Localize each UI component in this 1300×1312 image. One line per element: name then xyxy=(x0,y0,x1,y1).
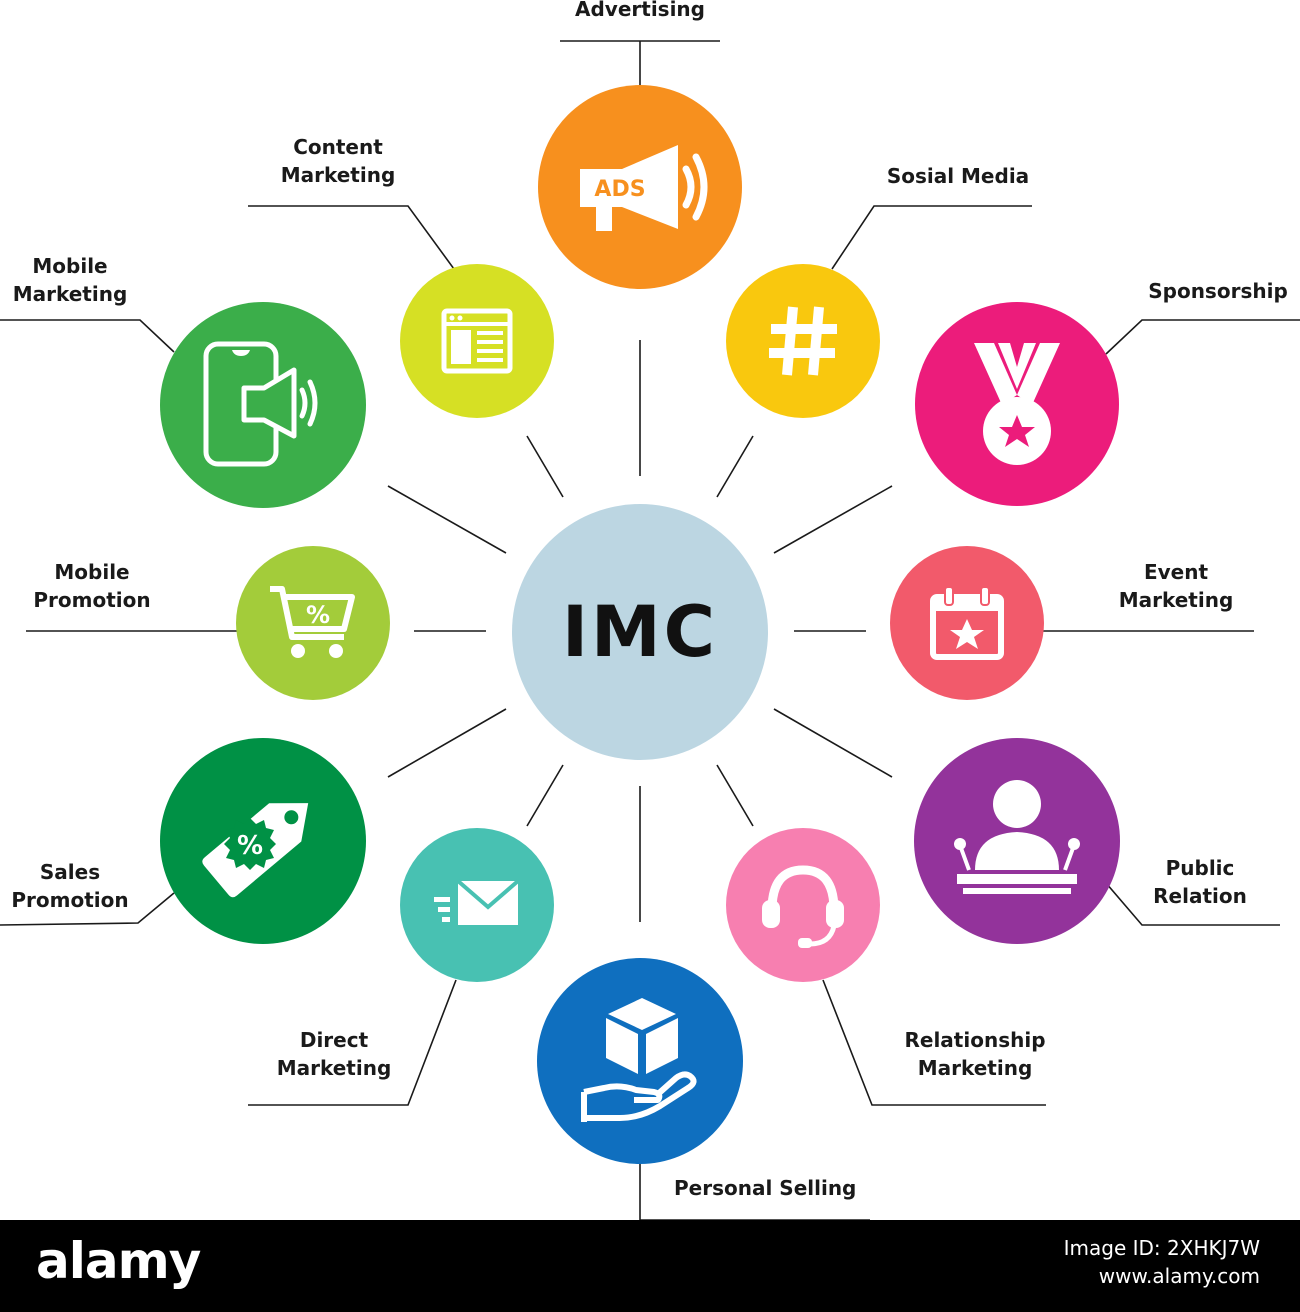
spoke-sales-promotion xyxy=(387,708,507,778)
sales-percent-text: % xyxy=(237,831,263,861)
alamy-logo: alamy xyxy=(36,1232,201,1290)
leader-mobile-marketing xyxy=(0,319,175,353)
label-mobile-marketing: Mobile Marketing xyxy=(12,254,128,306)
ads-text: ADS xyxy=(594,177,645,202)
price-tag-icon: % xyxy=(202,803,309,898)
node-advertising: ADS xyxy=(538,85,742,289)
label-direct-marketing: Direct Marketing xyxy=(276,1028,392,1080)
label-relationship-marketing: Relationship Marketing xyxy=(904,1028,1046,1080)
label-personal-selling: Personal Selling xyxy=(674,1176,857,1200)
cart-icon: % xyxy=(270,586,355,658)
leader-sponsorship xyxy=(1105,319,1300,355)
leader-social-media xyxy=(831,205,1032,270)
leader-content-marketing xyxy=(248,205,455,270)
node-sales-promotion: % xyxy=(160,738,366,944)
image-id: Image ID: 2XHKJ7W www.alamy.com xyxy=(1063,1236,1260,1288)
node-event-marketing xyxy=(890,546,1044,700)
mail-icon xyxy=(434,879,520,925)
hashtag-icon xyxy=(769,306,837,376)
node-direct-marketing xyxy=(400,828,554,982)
imc-diagram: IMC ADS xyxy=(0,0,1300,1220)
speaker-podium-icon xyxy=(954,780,1080,894)
web-page-icon xyxy=(441,308,513,374)
footer-bar: alamy Image ID: 2XHKJ7W www.alamy.com xyxy=(0,1220,1300,1312)
headset-icon xyxy=(762,865,844,948)
leader-direct-marketing xyxy=(248,979,457,1106)
phone-megaphone-icon xyxy=(203,341,318,467)
leader-public-relation xyxy=(1105,882,1280,926)
label-content-marketing: Content Marketing xyxy=(280,135,396,187)
spoke-social-media xyxy=(716,435,754,498)
node-social-media xyxy=(726,264,880,418)
label-public-relation: Public Relation xyxy=(1153,856,1247,908)
label-sales-promotion: Sales Promotion xyxy=(11,860,129,912)
connector-lines xyxy=(0,40,1300,1220)
node-mobile-marketing xyxy=(160,302,366,508)
cart-percent-text: % xyxy=(306,601,330,629)
label-social-media: Sosial Media xyxy=(886,164,1030,188)
medal-icon xyxy=(974,343,1060,465)
leader-advertising xyxy=(560,40,720,86)
spoke-relationship-marketing xyxy=(716,764,754,827)
hand-box-icon xyxy=(581,998,697,1122)
label-mobile-promotion: Mobile Promotion xyxy=(33,560,151,612)
spoke-mobile-marketing xyxy=(387,485,507,554)
spoke-public-relation xyxy=(773,708,893,778)
calendar-star-icon xyxy=(930,586,1004,660)
node-personal-selling xyxy=(537,958,743,1164)
node-content-marketing xyxy=(400,264,554,418)
center-label: IMC xyxy=(561,591,719,673)
leader-relationship-marketing xyxy=(822,979,1046,1106)
node-sponsorship xyxy=(915,302,1119,506)
label-event-marketing: Event Marketing xyxy=(1118,560,1234,612)
leader-sales-promotion xyxy=(0,892,175,926)
spoke-content-marketing xyxy=(526,435,564,498)
spoke-direct-marketing xyxy=(526,764,564,827)
imc-center-circle: IMC xyxy=(512,504,768,760)
node-mobile-promotion: % xyxy=(236,546,390,700)
label-advertising: Advertising xyxy=(575,0,705,21)
node-public-relation xyxy=(914,738,1120,944)
node-relationship-marketing xyxy=(726,828,880,982)
spoke-sponsorship xyxy=(773,485,893,554)
megaphone-icon: ADS xyxy=(580,145,708,231)
label-sponsorship: Sponsorship xyxy=(1148,279,1288,303)
